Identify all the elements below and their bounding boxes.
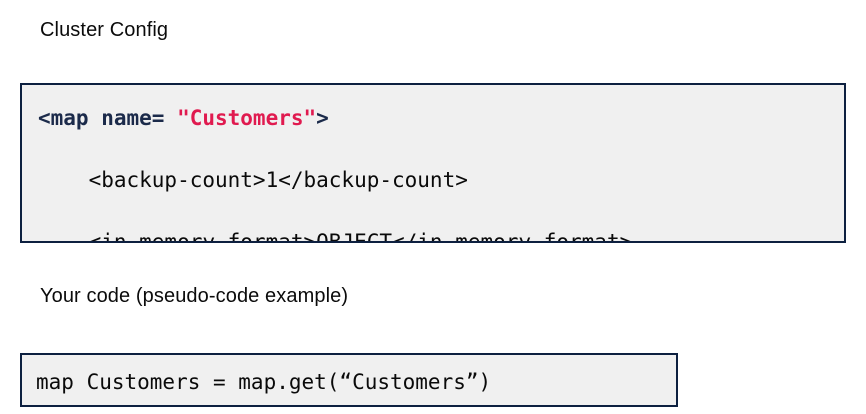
code-token-tag: <map name= xyxy=(38,106,178,130)
your-code-code-block[interactable]: map Customers = map.get(“Customers”) xyxy=(20,353,678,407)
code-token-plain: <in-memory-format>OBJECT</in-memory-form… xyxy=(38,230,633,243)
code-line: <backup-count>1</backup-count> xyxy=(38,165,844,196)
cluster-config-heading: Cluster Config xyxy=(40,19,169,41)
code-token-tag: > xyxy=(316,106,329,130)
cluster-config-code-block[interactable]: <map name= "Customers"> <backup-count>1<… xyxy=(20,83,846,243)
code-token-plain: <backup-count>1</backup-count> xyxy=(38,168,468,192)
code-line: map Customers = map.get(“Customers”) xyxy=(36,367,676,397)
code-token-plain: map Customers = map.get(“Customers”) xyxy=(36,370,492,394)
your-code-heading: Your code (pseudo-code example) xyxy=(40,285,349,307)
code-line: <in-memory-format>OBJECT</in-memory-form… xyxy=(38,227,844,243)
code-line: <map name= "Customers"> xyxy=(38,103,844,134)
code-token-string: "Customers" xyxy=(177,106,317,130)
